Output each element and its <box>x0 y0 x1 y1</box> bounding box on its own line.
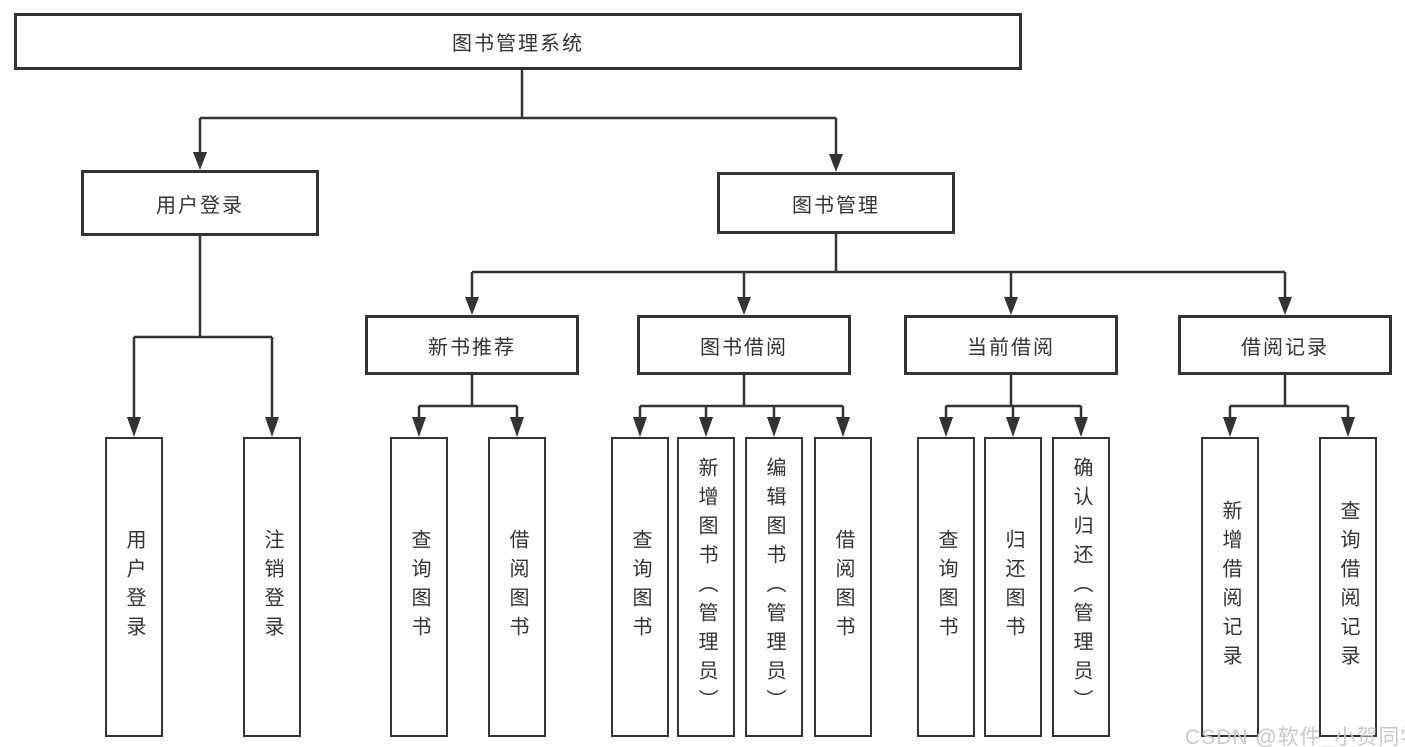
node-label: 当前借阅 <box>967 336 1055 359</box>
leaf-query-book: 查询图书 <box>611 437 669 737</box>
arrow-down-icon <box>265 417 279 437</box>
arrow-down-icon <box>1006 417 1020 437</box>
connector-borrow-branch <box>638 375 845 429</box>
node-new-book-recommend: 新书推荐 <box>365 315 579 375</box>
arrow-down-icon <box>193 152 207 170</box>
leaf-add-borrow-record: 新增借阅记录 <box>1201 437 1259 737</box>
leaf-label: 查询图书 <box>408 529 430 645</box>
leaf-borrow-book: 借阅图书 <box>814 437 872 737</box>
connector-manage-branch <box>470 234 1287 307</box>
leaf-add-book-admin: 新增图书（管理员） <box>677 437 735 737</box>
leaf-edit-book-admin: 编辑图书（管理员） <box>745 437 803 737</box>
node-label: 新书推荐 <box>428 336 516 359</box>
leaf-label: 借阅图书 <box>832 529 854 645</box>
arrow-down-icon <box>1074 417 1088 437</box>
connector-record-branch <box>1228 375 1350 429</box>
leaf-logout: 注销登录 <box>243 437 301 737</box>
leaf-label: 借阅图书 <box>506 529 528 645</box>
leaf-label: 查询图书 <box>629 529 651 645</box>
leaf-label: 归还图书 <box>1002 529 1024 645</box>
connector-newbook-branch <box>417 375 519 429</box>
arrow-down-icon <box>829 154 843 172</box>
leaf-label: 用户登录 <box>123 529 145 645</box>
leaf-borrow-book: 借阅图书 <box>488 437 546 737</box>
arrow-down-icon <box>939 417 953 437</box>
leaf-confirm-return-admin: 确认归还（管理员） <box>1052 437 1110 737</box>
node-book-borrow: 图书借阅 <box>637 315 851 375</box>
node-label: 用户登录 <box>156 194 244 217</box>
arrow-down-icon <box>412 417 426 437</box>
arrow-down-icon <box>699 417 713 437</box>
arrow-down-icon <box>737 297 751 315</box>
node-label: 图书管理 <box>792 194 880 217</box>
node-label: 图书管理系统 <box>452 33 584 55</box>
leaf-label: 注销登录 <box>261 529 283 645</box>
leaf-return-book: 归还图书 <box>984 437 1042 737</box>
csdn-watermark: CSDN @软件_小贺同学 <box>1185 726 1405 747</box>
arrow-down-icon <box>127 417 141 437</box>
arrow-down-icon <box>633 417 647 437</box>
arrow-down-icon <box>1223 417 1237 437</box>
node-borrow-record: 借阅记录 <box>1178 315 1392 375</box>
connector-login-branch <box>132 236 274 429</box>
node-system-root: 图书管理系统 <box>14 13 1022 70</box>
leaf-label: 新增借阅记录 <box>1219 500 1241 674</box>
arrow-down-icon <box>1341 417 1355 437</box>
connector-root <box>198 70 838 164</box>
leaf-query-book: 查询图书 <box>917 437 975 737</box>
arrow-down-icon <box>510 417 524 437</box>
leaf-query-book: 查询图书 <box>390 437 448 737</box>
leaf-label: 查询图书 <box>935 529 957 645</box>
node-current-borrow: 当前借阅 <box>904 315 1118 375</box>
leaf-label: 查询借阅记录 <box>1337 500 1359 674</box>
arrow-down-icon <box>836 417 850 437</box>
arrow-down-icon <box>465 297 479 315</box>
node-label: 图书借阅 <box>700 336 788 359</box>
leaf-user-login: 用户登录 <box>105 437 163 737</box>
node-book-manage: 图书管理 <box>717 172 955 234</box>
leaf-query-borrow-record: 查询借阅记录 <box>1319 437 1377 737</box>
arrow-down-icon <box>1004 297 1018 315</box>
node-label: 借阅记录 <box>1241 336 1329 359</box>
leaf-label: 编辑图书（管理员） <box>763 456 785 718</box>
leaf-label: 新增图书（管理员） <box>695 456 717 718</box>
node-user-login: 用户登录 <box>81 170 319 236</box>
arrow-down-icon <box>1278 297 1292 315</box>
leaf-label: 确认归还（管理员） <box>1070 456 1092 718</box>
arrow-down-icon <box>767 417 781 437</box>
